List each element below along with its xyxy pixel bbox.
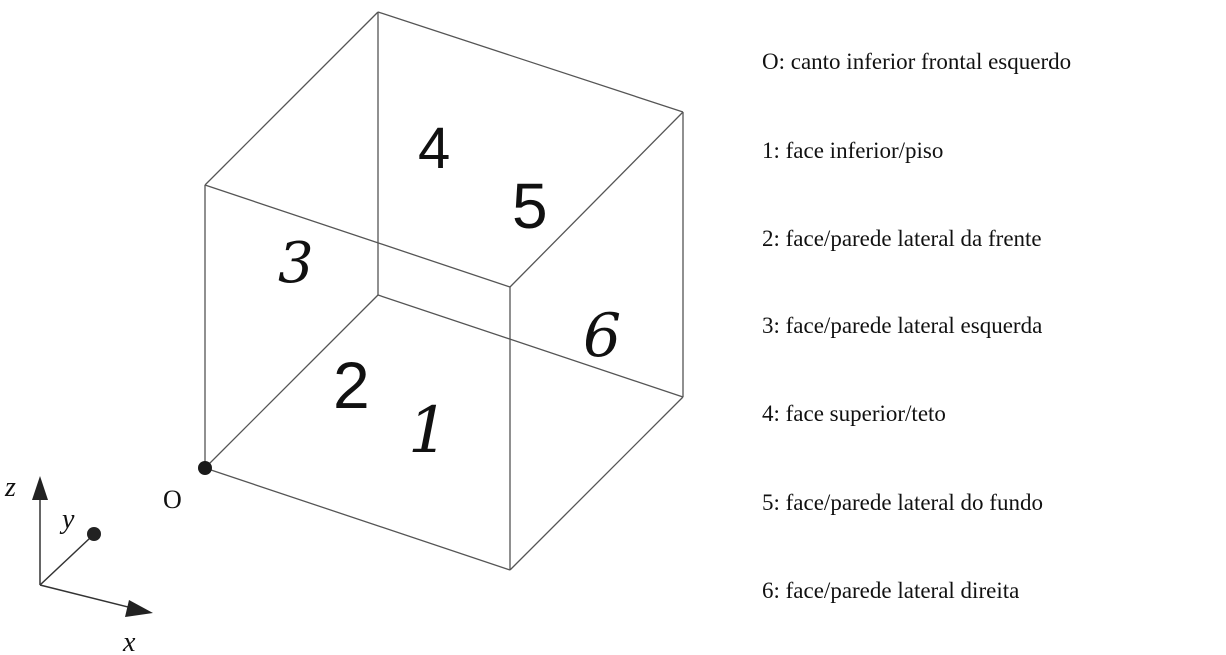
legend-item-3: 3: face/parede lateral esquerda	[762, 313, 1042, 338]
x-axis-arrowhead	[125, 600, 153, 617]
face-number-1: 1	[408, 394, 449, 468]
origin-label: O	[163, 485, 182, 514]
face-number-4: 4	[418, 116, 450, 181]
z-axis-arrowhead	[32, 476, 48, 500]
edge-bottom-back	[377, 294, 684, 398]
edge-bottom-front	[204, 467, 511, 571]
edge-bottom-left	[204, 294, 379, 469]
legend-item-1: 1: face inferior/piso	[762, 138, 943, 163]
edge-top-back	[377, 11, 684, 113]
legend-item-5: 5: face/parede lateral do fundo	[762, 490, 1043, 515]
origin-point	[198, 461, 212, 475]
edge-top-right	[509, 111, 684, 288]
legend-item-origin: O: canto inferior frontal esquerdo	[762, 49, 1071, 74]
edge-bottom-right	[509, 396, 684, 571]
coordinate-axes: z y x	[4, 472, 153, 655]
legend: O: canto inferior frontal esquerdo 1: fa…	[762, 49, 1071, 603]
z-axis-label: z	[4, 472, 16, 503]
legend-item-4: 4: face superior/teto	[762, 401, 946, 426]
legend-item-2: 2: face/parede lateral da frente	[762, 226, 1042, 251]
y-axis-line	[39, 537, 91, 586]
x-axis-line	[39, 584, 141, 611]
edge-top-left	[204, 11, 379, 186]
face-number-5: 5	[512, 170, 548, 242]
edge-top-front	[204, 184, 511, 288]
cube-wireframe	[204, 11, 684, 571]
face-number-6: 6	[583, 301, 621, 371]
legend-item-6: 6: face/parede lateral direita	[762, 578, 1019, 603]
face-number-3: 3	[278, 231, 314, 296]
y-axis-label: y	[59, 504, 75, 535]
face-number-2: 2	[333, 348, 370, 422]
y-axis-endpoint	[87, 527, 101, 541]
x-axis-label: x	[122, 627, 136, 655]
